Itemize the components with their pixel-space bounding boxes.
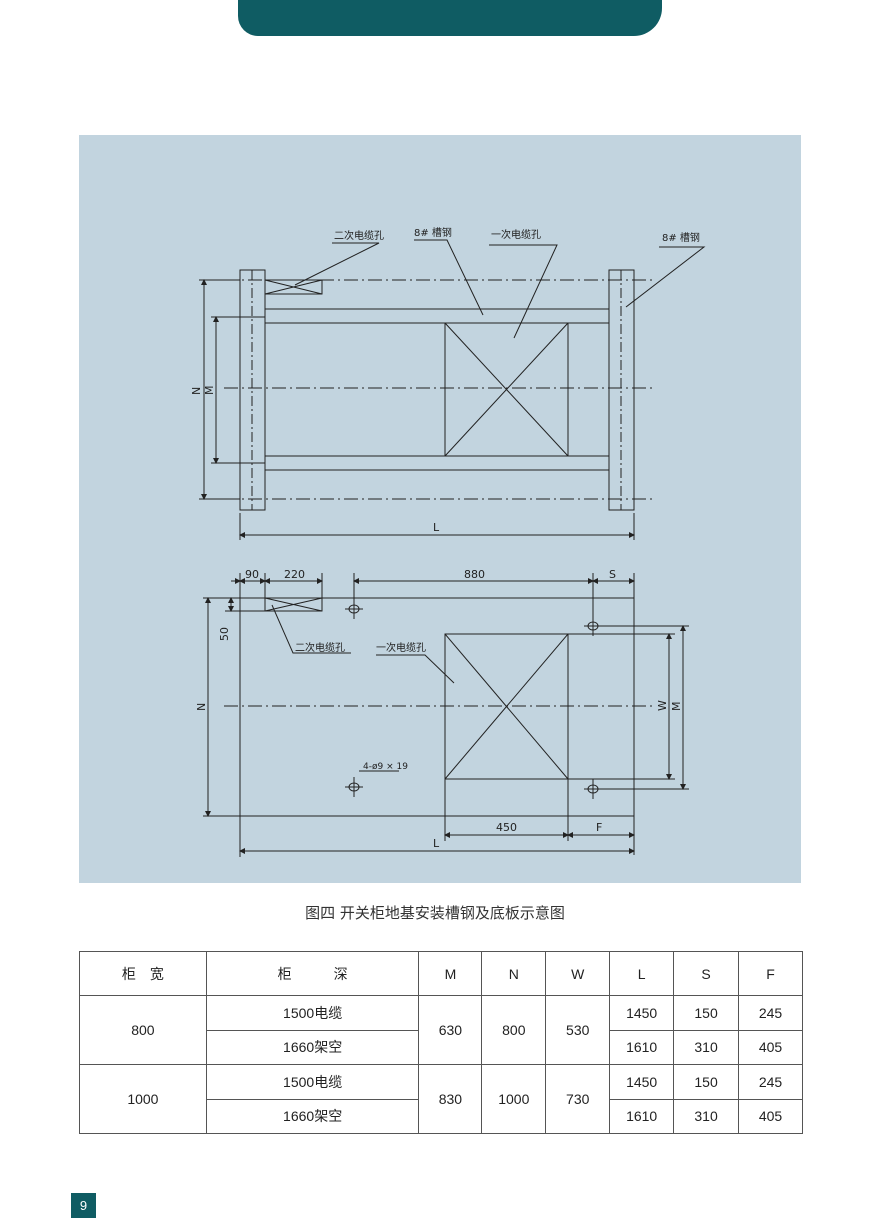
cell-f: 405 xyxy=(738,1029,803,1065)
dim-f: F xyxy=(596,821,602,834)
cell-f: 245 xyxy=(738,995,803,1031)
label-secondary-cable-hole-top: 二次电缆孔 xyxy=(334,229,384,242)
cell-l: 1450 xyxy=(609,995,675,1031)
header-l: L xyxy=(609,951,675,996)
dim-n-bottom: N xyxy=(195,703,208,711)
header-n: N xyxy=(481,951,547,996)
cell-f: 245 xyxy=(738,1064,803,1100)
cell-n: 1000 xyxy=(481,1064,547,1134)
secondary-cable-hole-bottom xyxy=(264,597,323,612)
secondary-cable-hole-top xyxy=(264,279,323,295)
table-header-row: 柜 宽 柜 深 M N W L S F xyxy=(79,951,803,996)
figure-caption: 图四 开关柜地基安装槽钢及底板示意图 xyxy=(305,904,565,922)
cell-w: 730 xyxy=(545,1064,611,1134)
label-channel-steel-1: 8# 槽钢 xyxy=(414,226,452,239)
cell-width: 1000 xyxy=(79,1064,207,1134)
bottom-view xyxy=(203,573,689,857)
hole-spec: 4-ø9 × 19 xyxy=(363,762,408,772)
dim-s: S xyxy=(609,568,616,581)
cell-l: 1610 xyxy=(609,1098,675,1134)
cell-w: 530 xyxy=(545,995,611,1065)
cell-depth: 1660架空 xyxy=(205,1029,420,1065)
label-secondary-cable-hole-bottom: 二次电缆孔 xyxy=(295,641,345,654)
header-f: F xyxy=(738,951,803,996)
header-band xyxy=(238,0,662,36)
cell-depth: 1660架空 xyxy=(205,1098,420,1134)
dim-90: 90 xyxy=(245,568,259,581)
dim-w: W xyxy=(656,700,669,711)
cell-s: 150 xyxy=(673,1064,740,1100)
cell-s: 310 xyxy=(673,1029,740,1065)
table-row: 1660架空 1610 310 405 xyxy=(80,1029,803,1065)
base-plate xyxy=(239,597,635,817)
cell-m: 630 xyxy=(418,995,483,1065)
dim-450: 450 xyxy=(496,821,517,834)
dim-m-top: M xyxy=(203,386,216,396)
dim-50: 50 xyxy=(218,627,231,641)
drawing-svg: 二次电缆孔 8# 槽钢 一次电缆孔 8# 槽钢 N M L 90 220 880… xyxy=(190,226,706,857)
lower-channel xyxy=(264,455,610,471)
header-m: M xyxy=(418,951,483,996)
dim-m-bottom: M xyxy=(670,702,683,712)
cell-l: 1610 xyxy=(609,1029,675,1065)
table-row: 1660架空 1610 310 405 xyxy=(80,1098,803,1134)
cell-s: 150 xyxy=(673,995,740,1031)
dim-l-bottom: L xyxy=(433,837,440,850)
cell-l: 1450 xyxy=(609,1064,675,1100)
cell-s: 310 xyxy=(673,1098,740,1134)
technical-drawing: 二次电缆孔 8# 槽钢 一次电缆孔 8# 槽钢 N M L 90 220 880… xyxy=(79,135,801,883)
page-number: 9 xyxy=(71,1193,96,1218)
dim-220: 220 xyxy=(284,568,305,581)
cell-n: 800 xyxy=(481,995,547,1065)
table-row: 800 1500电缆 630 800 530 1450 150 245 xyxy=(79,995,803,1065)
label-primary-cable-hole-top: 一次电缆孔 xyxy=(491,228,541,241)
label-primary-cable-hole-bottom: 一次电缆孔 xyxy=(376,641,426,654)
cell-m: 830 xyxy=(418,1064,483,1134)
upper-channel xyxy=(264,308,610,324)
cell-f: 405 xyxy=(738,1098,803,1134)
primary-cable-hole-top xyxy=(444,322,569,457)
top-view xyxy=(199,239,706,540)
spec-table: 柜 宽 柜 深 M N W L S F 800 1500电缆 630 800 5… xyxy=(79,951,803,1134)
header-w: W xyxy=(545,951,611,996)
header-depth: 柜 深 xyxy=(205,951,420,996)
cell-depth: 1500电缆 xyxy=(205,1064,420,1100)
label-channel-steel-2: 8# 槽钢 xyxy=(662,231,700,244)
dim-n-top: N xyxy=(190,387,203,395)
header-s: S xyxy=(673,951,740,996)
dim-l-top: L xyxy=(433,521,440,534)
header-width: 柜 宽 xyxy=(79,951,207,996)
dim-880: 880 xyxy=(464,568,485,581)
cell-depth: 1500电缆 xyxy=(205,995,420,1031)
table-row: 1000 1500电缆 830 1000 730 1450 150 245 xyxy=(79,1064,803,1134)
cell-width: 800 xyxy=(79,995,207,1065)
